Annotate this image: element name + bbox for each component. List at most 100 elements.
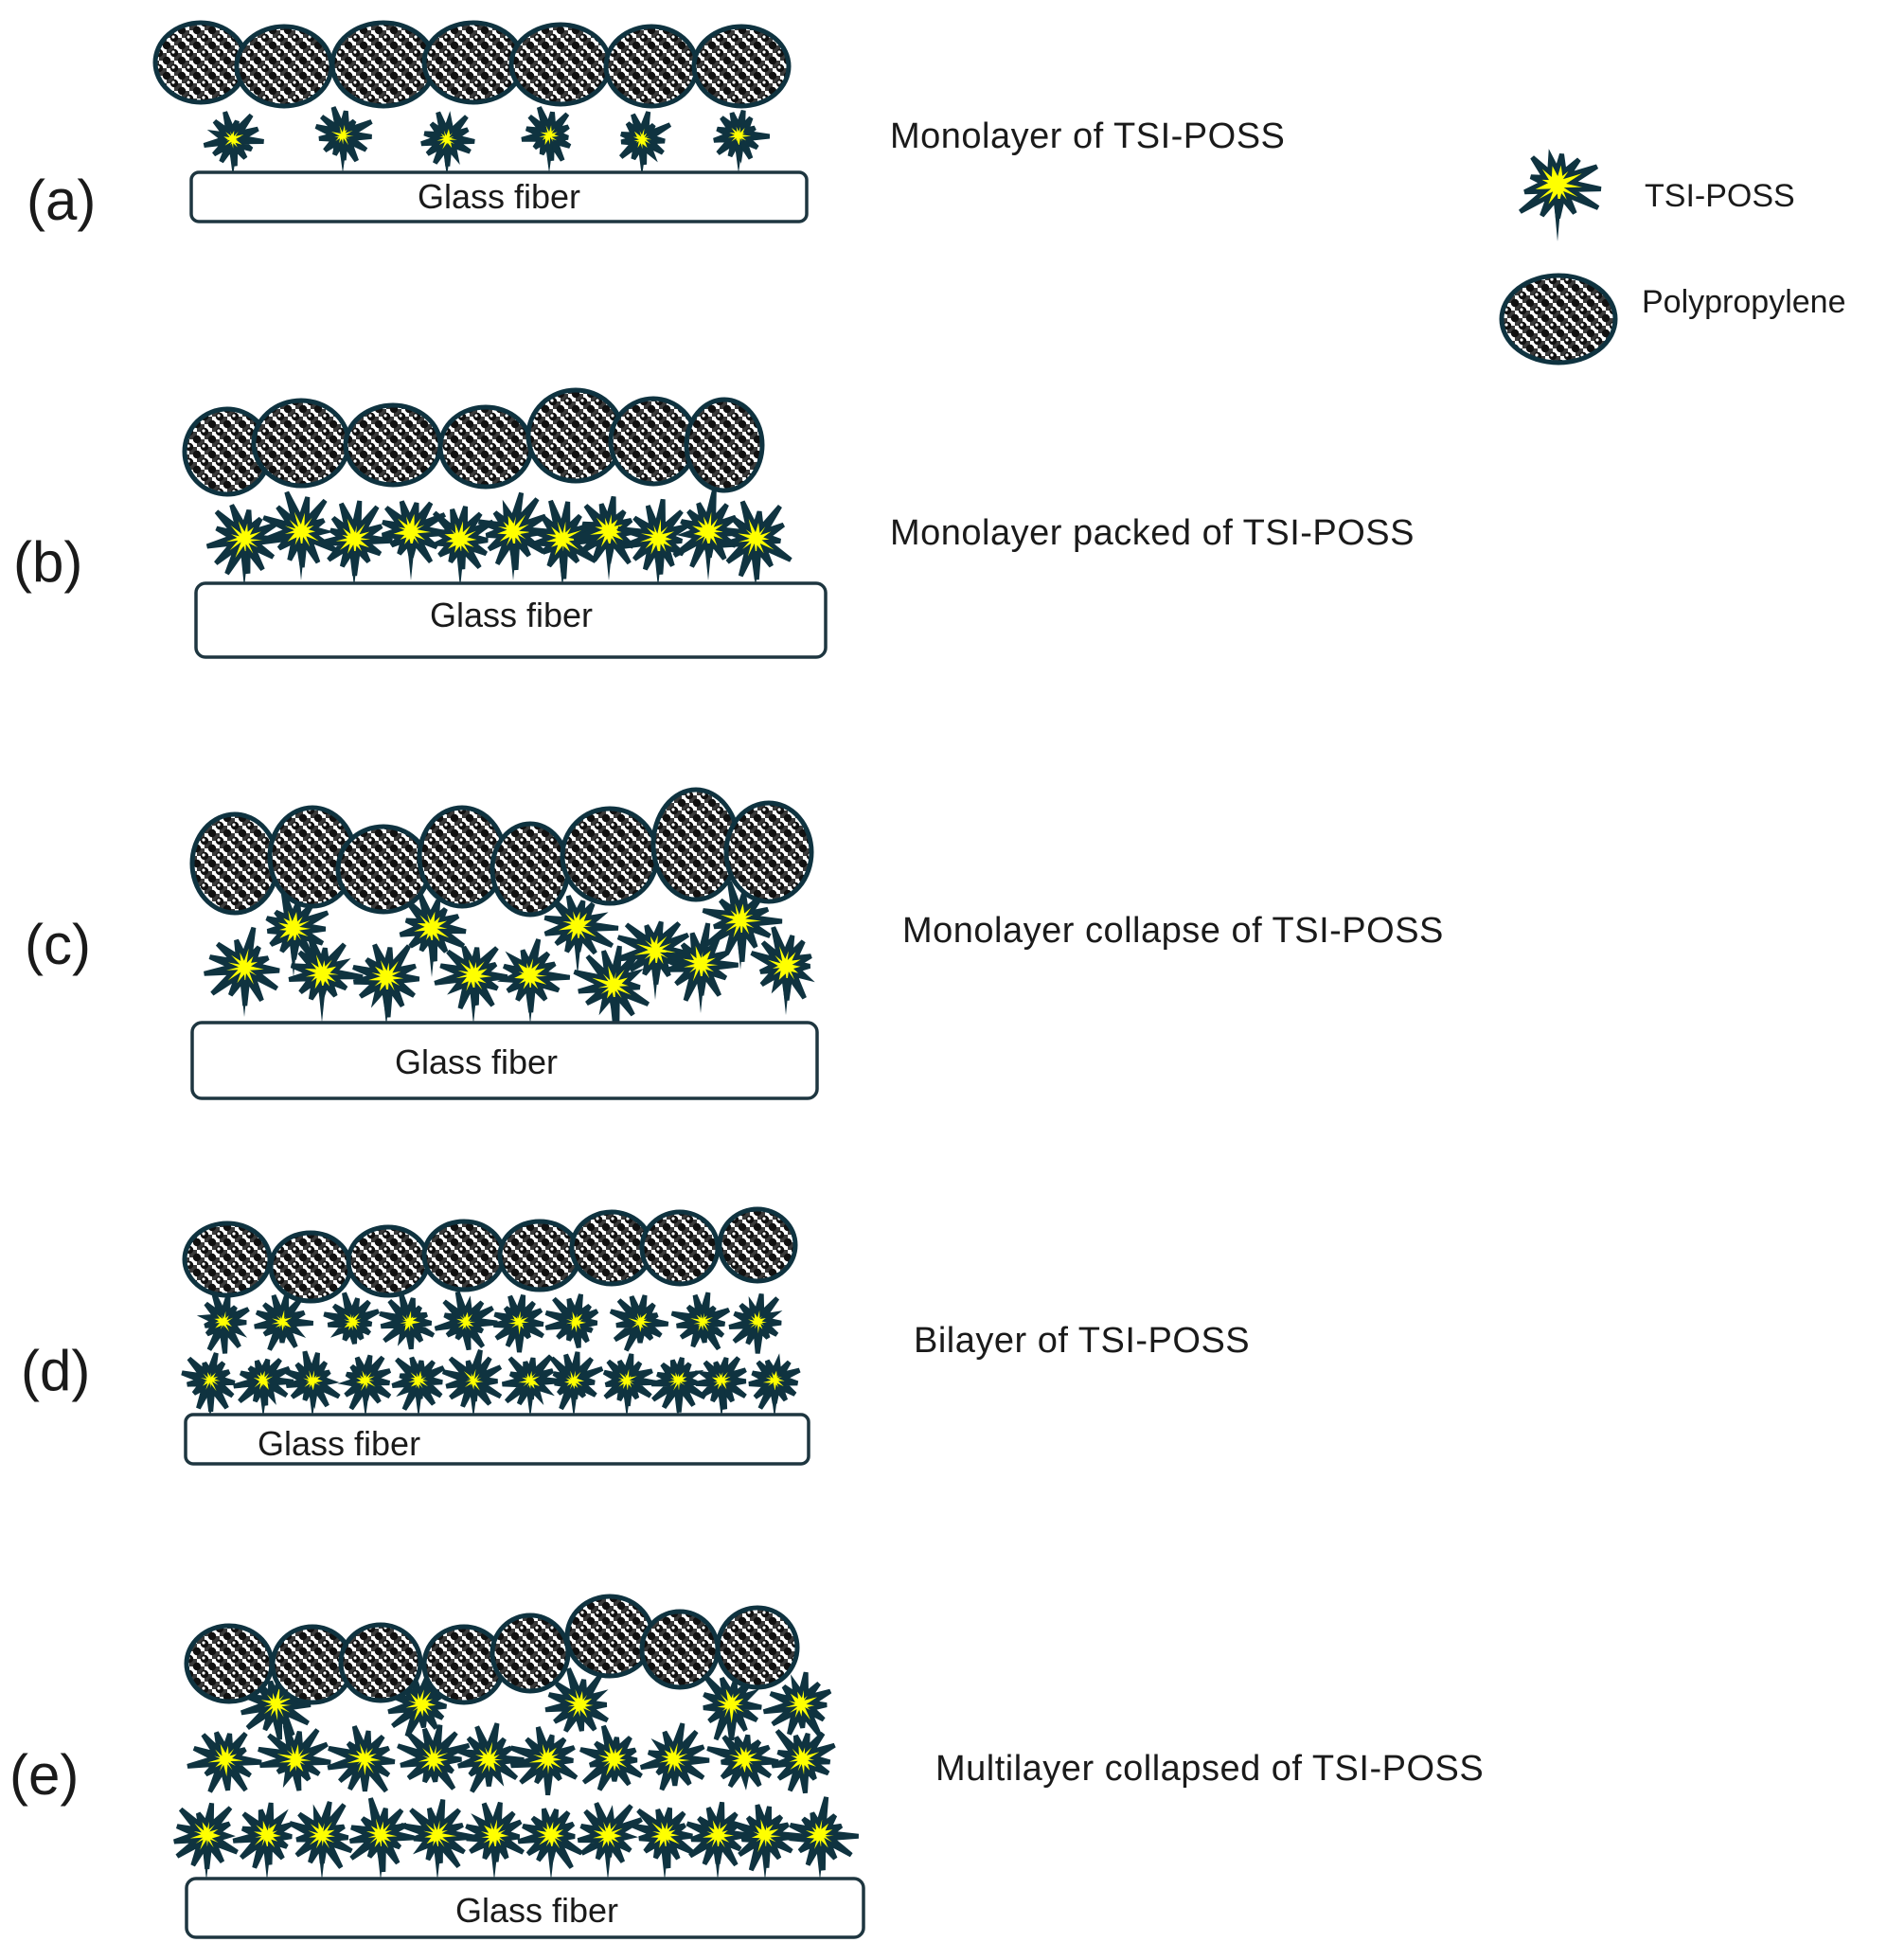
panel-d: (d) Glass fiber Bilayer of TSI-POSS <box>21 1206 1250 1466</box>
tsi-poss-particle <box>288 1801 353 1880</box>
tsi-poss-particle <box>501 1354 561 1418</box>
tsi-poss-particle <box>639 1722 710 1791</box>
panel-c: (c) Glass fiber Monolayer collapse of TS… <box>25 787 1443 1100</box>
tsi-poss-particle <box>665 922 739 1013</box>
polypropylene-particle <box>569 1209 654 1287</box>
polypropylene-particle <box>421 1219 507 1292</box>
tsi-poss-particle <box>265 889 329 977</box>
polypropylene-particle <box>603 24 700 109</box>
panel-b-label: (b) <box>13 530 82 594</box>
panel-c-glass-fiber-label: Glass fiber <box>395 1042 558 1081</box>
tsi-poss-particle <box>173 1802 239 1880</box>
panel-a: (a) Glass fiber Monolayer of TSI-POSS <box>27 20 1285 232</box>
tsi-poss-particle <box>672 490 742 580</box>
tsi-poss-particle <box>434 945 508 1025</box>
polypropylene-particle <box>608 396 699 487</box>
legend-polypropylene-icon <box>1499 273 1618 365</box>
polypropylene-particle <box>490 1613 571 1694</box>
legend-polypropylene-label: Polypropylene <box>1642 284 1845 320</box>
tsi-poss-particle <box>399 893 467 977</box>
panel-e-particles <box>173 1594 859 1880</box>
polypropylene-particle <box>560 806 660 906</box>
tsi-poss-particle <box>284 1350 341 1418</box>
tsi-poss-particle <box>762 1671 832 1737</box>
tsi-poss-particle <box>517 1808 583 1880</box>
panel-e-label: (e) <box>9 1743 79 1807</box>
tsi-poss-particle <box>544 1293 599 1349</box>
polypropylene-particle <box>421 20 525 105</box>
tsi-poss-particle <box>788 1796 859 1880</box>
polypropylene-particle <box>564 1594 655 1679</box>
polypropylene-particle <box>639 1609 721 1690</box>
tsi-poss-particle <box>713 109 771 173</box>
tsi-poss-particle <box>187 1731 262 1793</box>
tsi-poss-particle <box>348 1797 415 1880</box>
tsi-poss-particle <box>232 1802 293 1880</box>
polypropylene-particle <box>152 20 249 105</box>
tsi-poss-particle <box>619 111 672 177</box>
tsi-poss-particle <box>730 1804 803 1880</box>
polypropylene-particle <box>497 1219 582 1292</box>
panel-e-description: Multilayer collapsed of TSI-POSS <box>935 1749 1484 1789</box>
tsi-poss-particle <box>492 1294 544 1353</box>
tsi-poss-particle <box>650 1357 707 1418</box>
polypropylene-particle <box>184 1623 275 1704</box>
tsi-poss-particle <box>427 506 495 588</box>
polypropylene-particle <box>268 1230 353 1304</box>
tsi-poss-particle <box>750 926 815 1015</box>
polypropylene-particle <box>490 821 571 918</box>
tsi-poss-particle <box>609 1294 669 1352</box>
polypropylene-particle <box>684 397 765 493</box>
polypropylene-particle <box>182 1221 273 1298</box>
tsi-poss-particle <box>615 920 697 1000</box>
panel-b-glass-fiber-label: Glass fiber <box>430 596 593 634</box>
tsi-poss-particle <box>456 1722 525 1793</box>
panel-d-glass-fiber-label: Glass fiber <box>258 1424 420 1463</box>
polypropylene-particle <box>343 402 443 488</box>
panel-e-glass-fiber <box>185 1877 865 1939</box>
polypropylene-particle <box>338 1622 423 1703</box>
tsi-poss-particle <box>544 1667 609 1733</box>
legend-tsi-poss-label: TSI-POSS <box>1645 178 1795 214</box>
polypropylene-particle <box>1499 273 1618 365</box>
tsi-poss-particle <box>441 1349 503 1418</box>
tsi-poss-particle <box>181 1352 236 1418</box>
tsi-poss-particle <box>748 1353 801 1418</box>
polypropylene-particle <box>189 811 280 916</box>
panel-a-particles <box>152 20 792 177</box>
panel-b-description: Monolayer packed of TSI-POSS <box>890 513 1415 553</box>
panel-b-glass-fiber <box>194 581 828 659</box>
tsi-poss-particle <box>509 1726 579 1796</box>
tsi-poss-particle <box>420 111 475 177</box>
tsi-poss-particle <box>381 500 449 580</box>
polypropylene-particle <box>335 824 432 915</box>
tsi-poss-particle <box>318 500 393 588</box>
tsi-poss-particle <box>543 895 619 975</box>
panel-d-particles <box>181 1206 801 1418</box>
tsi-poss-particle <box>521 106 572 173</box>
panel-a-glass-fiber <box>189 170 809 223</box>
panel-d-description: Bilayer of TSI-POSS <box>914 1321 1250 1361</box>
legend: TSI-POSS Polypropylene <box>1499 149 1845 365</box>
tsi-poss-particle <box>254 1293 314 1351</box>
tsi-poss-particle <box>337 1354 392 1418</box>
tsi-poss-particle <box>579 1724 643 1791</box>
tsi-poss-particle <box>379 1292 436 1350</box>
tsi-poss-particle <box>400 1799 474 1880</box>
panel-b: (b) Glass fiber Monolayer packed of TSI-… <box>13 387 1415 659</box>
legend-tsi-poss-icon <box>1518 149 1602 241</box>
tsi-poss-particle <box>397 1724 471 1791</box>
tsi-poss-particle <box>352 943 420 1026</box>
polypropylene-particle <box>723 800 814 904</box>
panel-d-glass-fiber <box>184 1413 810 1466</box>
panel-a-description: Monolayer of TSI-POSS <box>890 116 1285 156</box>
polypropylene-particle <box>717 1206 798 1284</box>
tsi-poss-particle <box>694 1356 747 1418</box>
tsi-poss-particle <box>233 1358 294 1418</box>
tsi-poss-particle <box>728 1292 783 1354</box>
tsi-poss-particle <box>288 935 364 1023</box>
polypropylene-particle <box>329 20 437 109</box>
polypropylene-particle <box>234 24 334 109</box>
tsi-poss-particle <box>717 500 792 588</box>
